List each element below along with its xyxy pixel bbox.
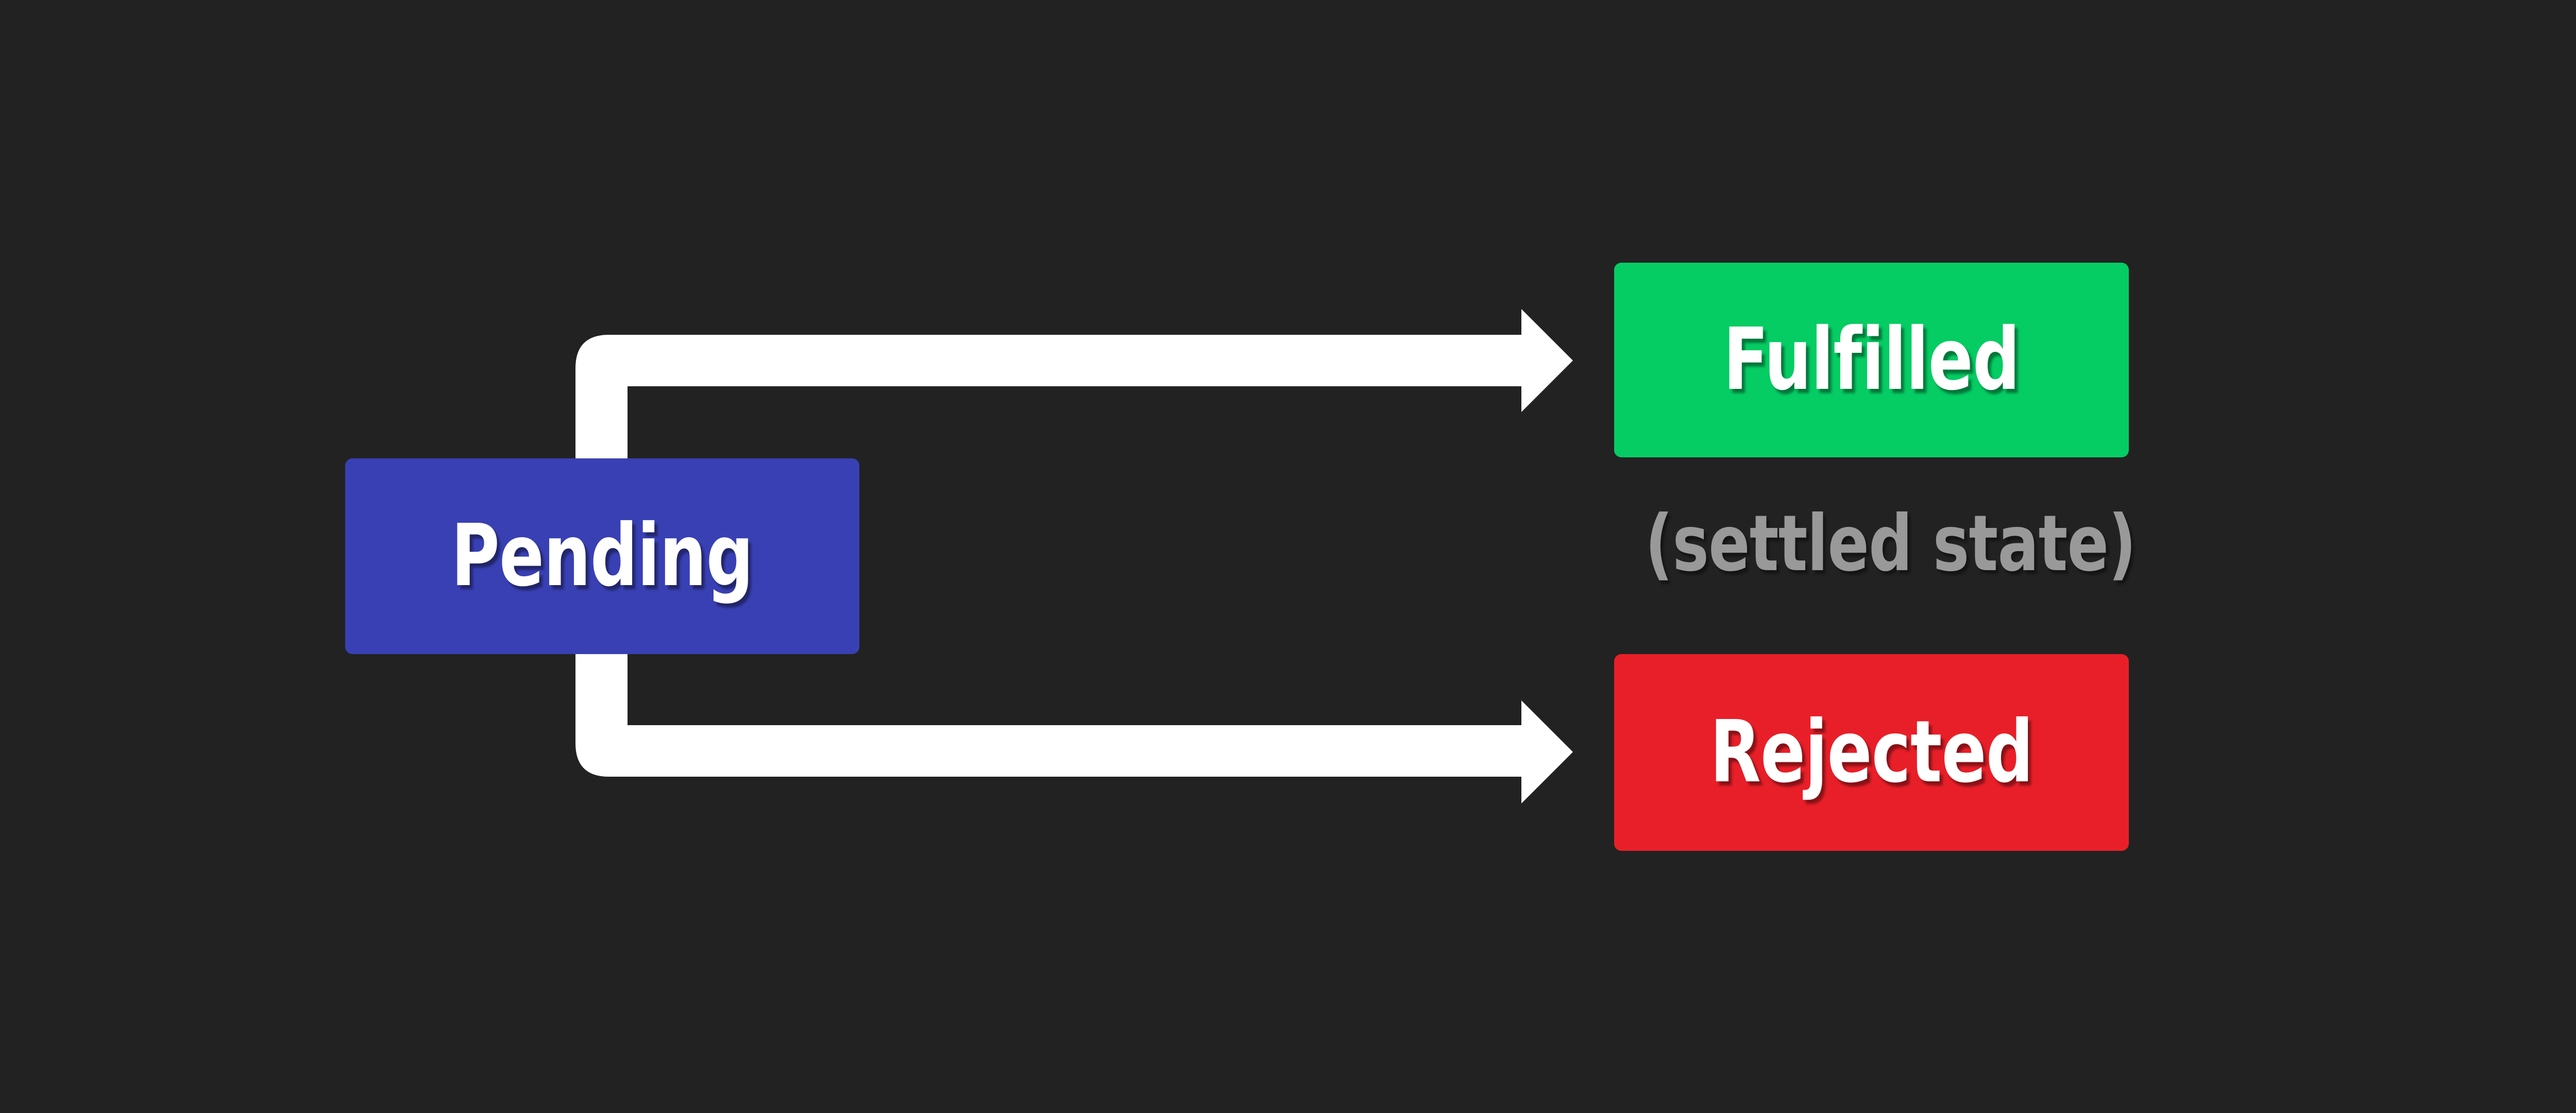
arrowhead-rejected [1521,700,1573,803]
settled-state-caption: (settled state) [1645,499,2137,589]
state-label-fulfilled: Fulfilled [1723,310,2020,409]
state-label-pending: Pending [451,506,754,606]
state-box-fulfilled[interactable]: Fulfilled [1614,263,2129,457]
state-box-pending[interactable]: Pending [345,458,859,654]
state-label-rejected: Rejected [1710,703,2033,802]
state-box-rejected[interactable]: Rejected [1614,654,2129,851]
arrowhead-fulfilled [1521,309,1573,412]
